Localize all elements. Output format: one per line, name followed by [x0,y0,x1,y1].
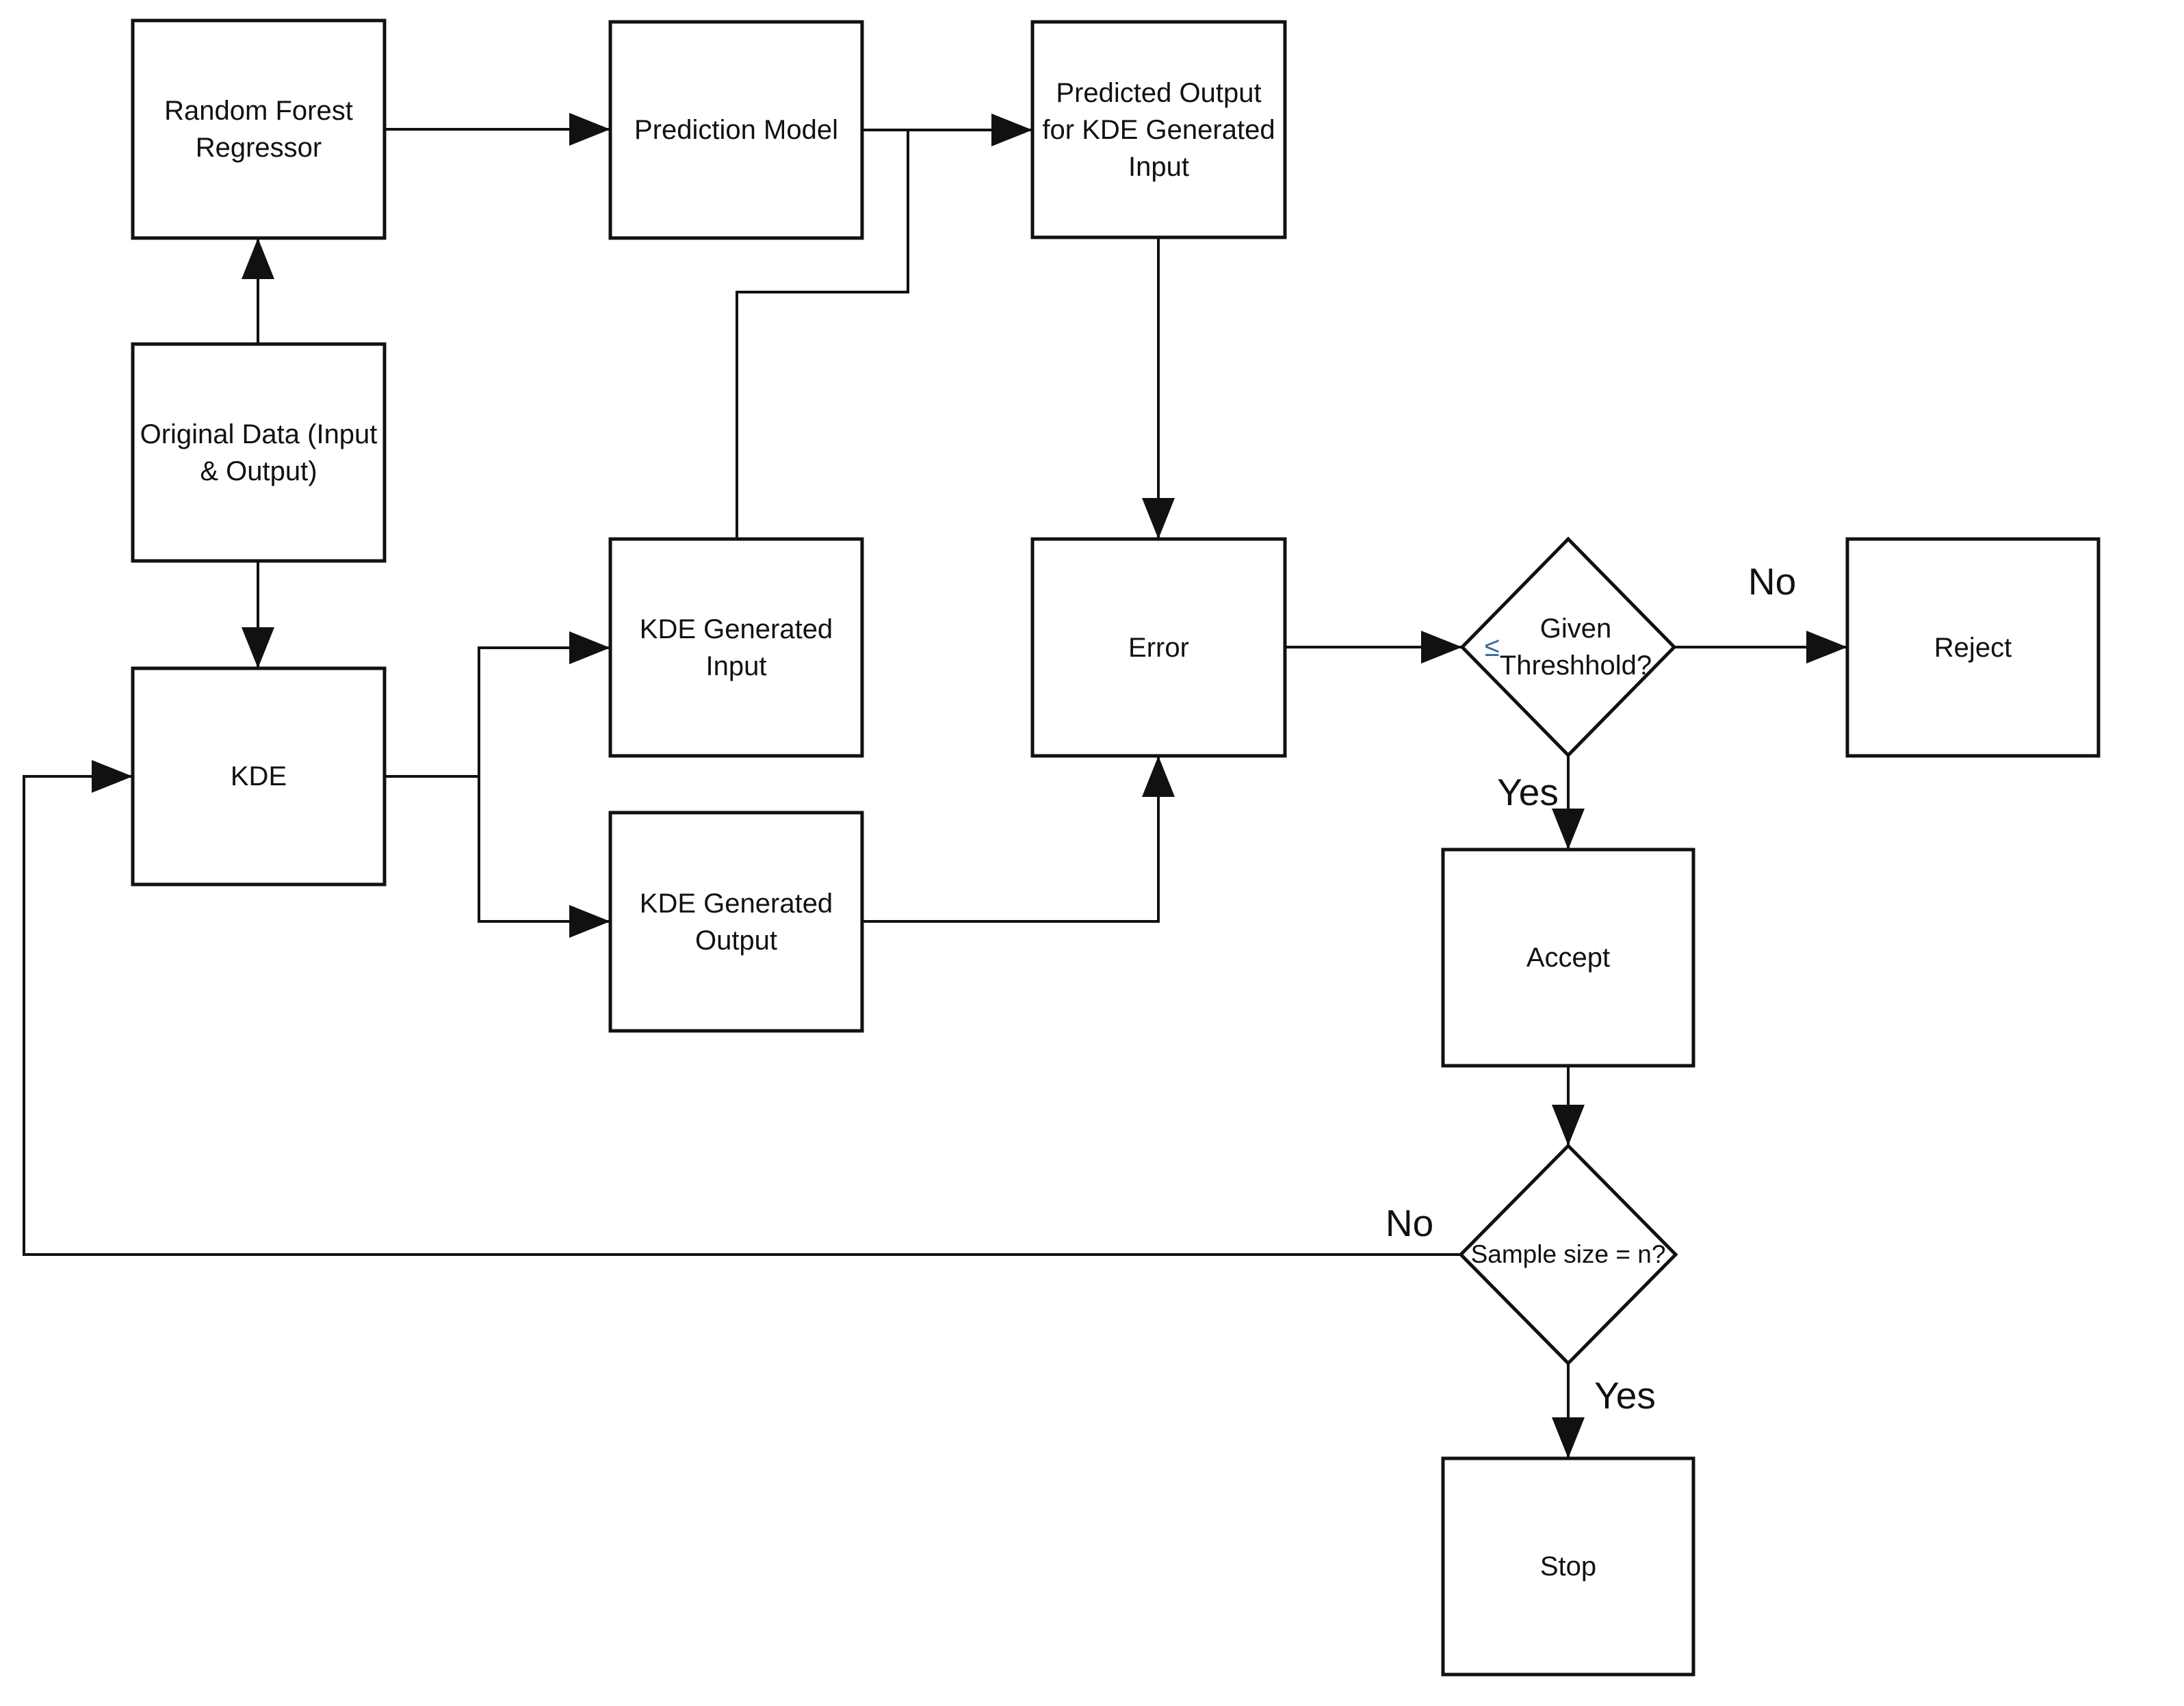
prediction-model-box [608,20,864,240]
edge-sample-size-no-loop-to-kde [23,760,1461,1256]
kde-generated-output-box [608,811,864,1033]
accept-box [1441,848,1695,1068]
reject-box [1845,537,2101,758]
sample-size-decision-diamond [1458,1143,1678,1366]
kde-generated-input-box [608,537,864,758]
threshold-decision-diamond [1459,536,1677,758]
random-forest-box [131,18,387,240]
error-box [1030,537,1287,758]
predicted-output-box [1030,20,1287,239]
edge-kde-to-kde-generated-input [478,631,610,776]
original-data-box [131,342,387,563]
edge-kde-generated-output-to-error [861,756,1175,923]
edge-kde-to-kde-generated-output [478,776,610,938]
edge-kde-input-riser-to-prediction-line [736,130,909,539]
stop-box [1441,1456,1695,1677]
kde-box [131,666,387,887]
